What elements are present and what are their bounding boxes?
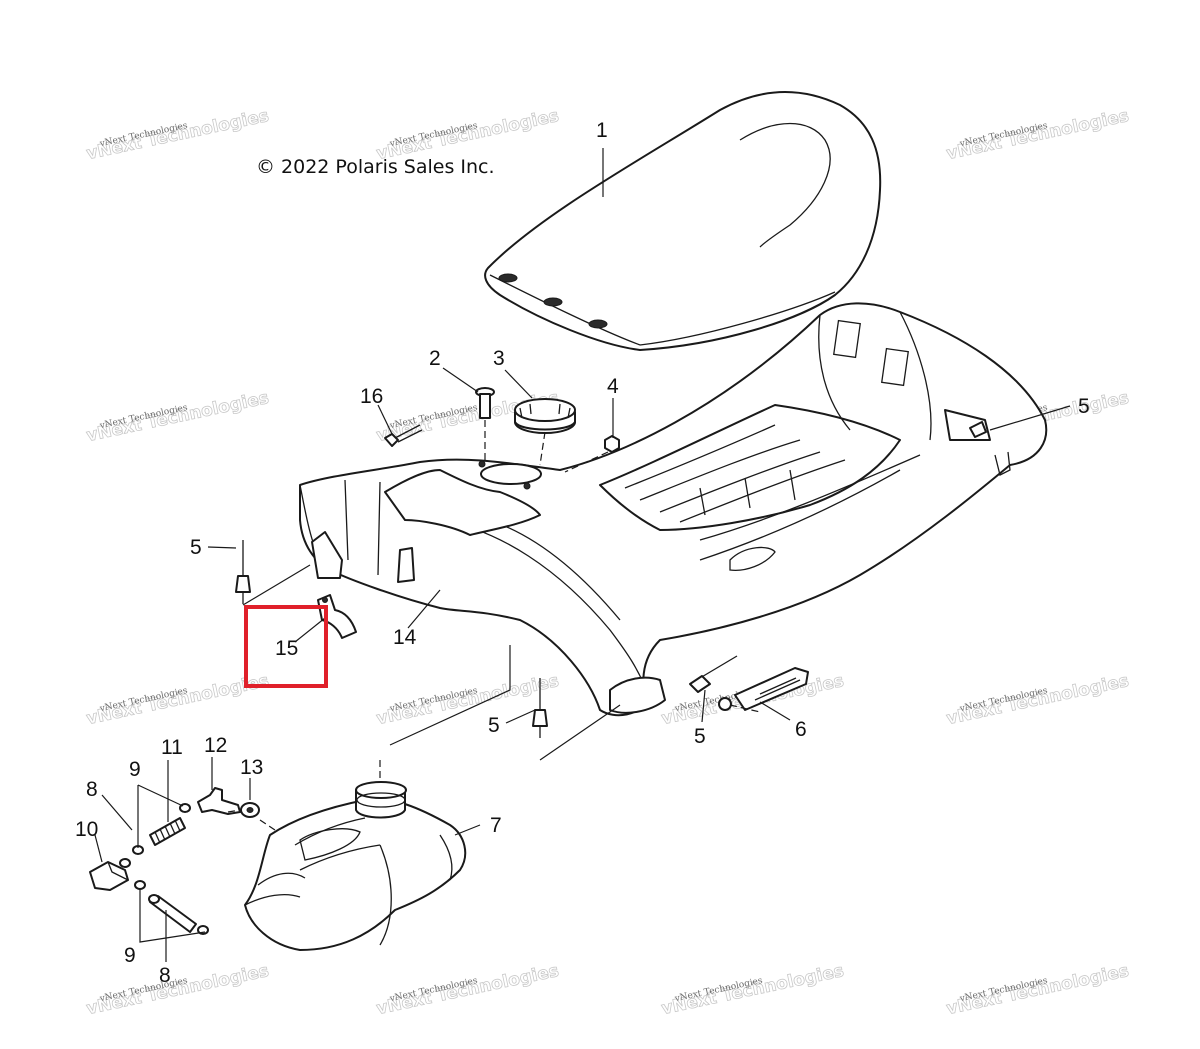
watermark-tile: vNext Technologies vNext Technologies <box>84 961 271 1020</box>
watermark-tile: vNext Technologies vNext Technologies <box>374 961 561 1020</box>
callout-labels: 1 2 3 4 5 16 5 15 14 5 5 6 7 11 12 13 9 … <box>75 119 1090 987</box>
watermark-text-large: vNext Technologies <box>375 961 561 1019</box>
callout-6[interactable]: 6 <box>795 718 807 741</box>
leader-lines <box>94 148 1071 962</box>
callout-4[interactable]: 4 <box>607 375 619 398</box>
watermark-text-large: vNext Technologies <box>85 671 271 729</box>
callout-7[interactable]: 7 <box>490 814 502 837</box>
part-8-hose-lower[interactable] <box>148 894 197 933</box>
part-3-fuel-cap[interactable] <box>514 398 576 434</box>
callout-13[interactable]: 13 <box>240 756 263 779</box>
watermark-tile: vNext Technologies vNext Technologies <box>944 961 1131 1020</box>
callout-5-lower[interactable]: 5 <box>488 714 500 737</box>
callout-5-rear[interactable]: 5 <box>1078 395 1090 418</box>
watermark-tile: vNext Technologies vNext Technologies <box>84 671 271 730</box>
callout-16[interactable]: 16 <box>360 385 383 408</box>
part-5-rivet-rear[interactable] <box>969 421 987 438</box>
part-15-bracket[interactable] <box>317 594 357 639</box>
part-14-rear-cab[interactable] <box>299 302 1048 717</box>
part-16-screw[interactable] <box>384 424 423 447</box>
part-7-fuel-tank[interactable] <box>244 781 467 951</box>
callout-9-upper[interactable]: 9 <box>129 758 141 781</box>
callout-14[interactable]: 14 <box>393 626 417 649</box>
callout-5-left[interactable]: 5 <box>190 536 202 559</box>
watermark-text-large: vNext Technologies <box>660 961 846 1019</box>
callout-12[interactable]: 12 <box>204 734 227 757</box>
callout-15[interactable]: 15 <box>275 637 298 660</box>
part-11-hose[interactable] <box>149 817 186 846</box>
watermark-text-large: vNext Technologies <box>85 388 271 446</box>
watermark-tile: vNext Technologies vNext Technologies <box>84 106 271 165</box>
callout-10[interactable]: 10 <box>75 818 98 841</box>
part-5-rivet-left[interactable] <box>235 540 251 604</box>
watermark-tile: vNext Technologies vNext Technologies <box>944 671 1131 730</box>
part-12-elbow[interactable] <box>197 787 241 815</box>
part-1-seat[interactable] <box>484 91 882 351</box>
callout-3[interactable]: 3 <box>493 347 505 370</box>
assembly-lines <box>227 420 761 831</box>
callout-9-lower[interactable]: 9 <box>124 944 136 967</box>
watermark-tile: vNext Technologies vNext Technologies <box>84 388 271 447</box>
callout-5-right[interactable]: 5 <box>694 725 706 748</box>
part-5-rivet-lower[interactable] <box>532 678 548 738</box>
copyright-text: © 2022 Polaris Sales Inc. <box>256 156 495 178</box>
callout-1[interactable]: 1 <box>596 119 608 142</box>
callout-8-upper[interactable]: 8 <box>86 778 98 801</box>
watermark-text-large: vNext Technologies <box>945 961 1131 1019</box>
part-5-rivet-right[interactable] <box>689 655 738 693</box>
part-4-nut[interactable] <box>604 435 620 453</box>
part-13-grommet[interactable] <box>240 802 260 818</box>
highlight-box-part-15 <box>244 605 328 688</box>
callout-2[interactable]: 2 <box>429 347 441 370</box>
part-2-bolt[interactable] <box>475 387 495 419</box>
watermark-text-large: vNext Technologies <box>945 106 1131 164</box>
watermark-text-large: vNext Technologies <box>85 961 271 1019</box>
watermark-text-large: vNext Technologies <box>85 106 271 164</box>
callout-8-lower[interactable]: 8 <box>159 964 171 987</box>
part-10-valve[interactable] <box>89 858 131 891</box>
watermark-tile: vNext Technologies vNext Technologies <box>944 106 1131 165</box>
watermark-text-large: vNext Technologies <box>945 671 1131 729</box>
watermark-tile: vNext Technologies vNext Technologies <box>659 961 846 1020</box>
callout-11[interactable]: 11 <box>161 736 183 759</box>
